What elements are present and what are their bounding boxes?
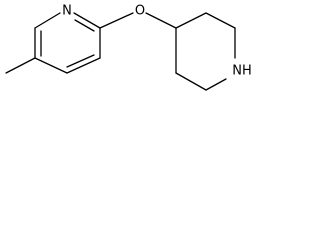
- pyridine-bond-n-c2: [73, 12, 101, 29]
- piperidine-bond-2: [205, 12, 236, 29]
- ether-bond-left: [99, 12, 134, 29]
- pyridine-nitrogen-label: N: [62, 4, 72, 19]
- ether-bond-right: [145, 12, 177, 29]
- methyl-bond: [5, 57, 36, 74]
- pyridine-double-bond-c3-c4: [66, 54, 95, 68]
- bonds: [5, 12, 236, 91]
- ether-oxygen-label: O: [135, 4, 145, 19]
- piperidine-bond-4: [205, 78, 227, 91]
- piperidine-nh-label: NH: [232, 64, 252, 79]
- atom-labels: N O NH: [62, 4, 252, 79]
- molecule-structure: N O NH: [5, 4, 252, 91]
- pyridine-bond-c4-c5: [34, 57, 68, 74]
- pyridine-bond-c3-c4: [66, 57, 101, 74]
- pyridine-bond-c6-n: [34, 12, 61, 29]
- piperidine-bond-5: [175, 72, 207, 91]
- pyridine-double-bond-n-c2: [74, 19, 95, 32]
- piperidine-bond-1: [175, 12, 207, 29]
